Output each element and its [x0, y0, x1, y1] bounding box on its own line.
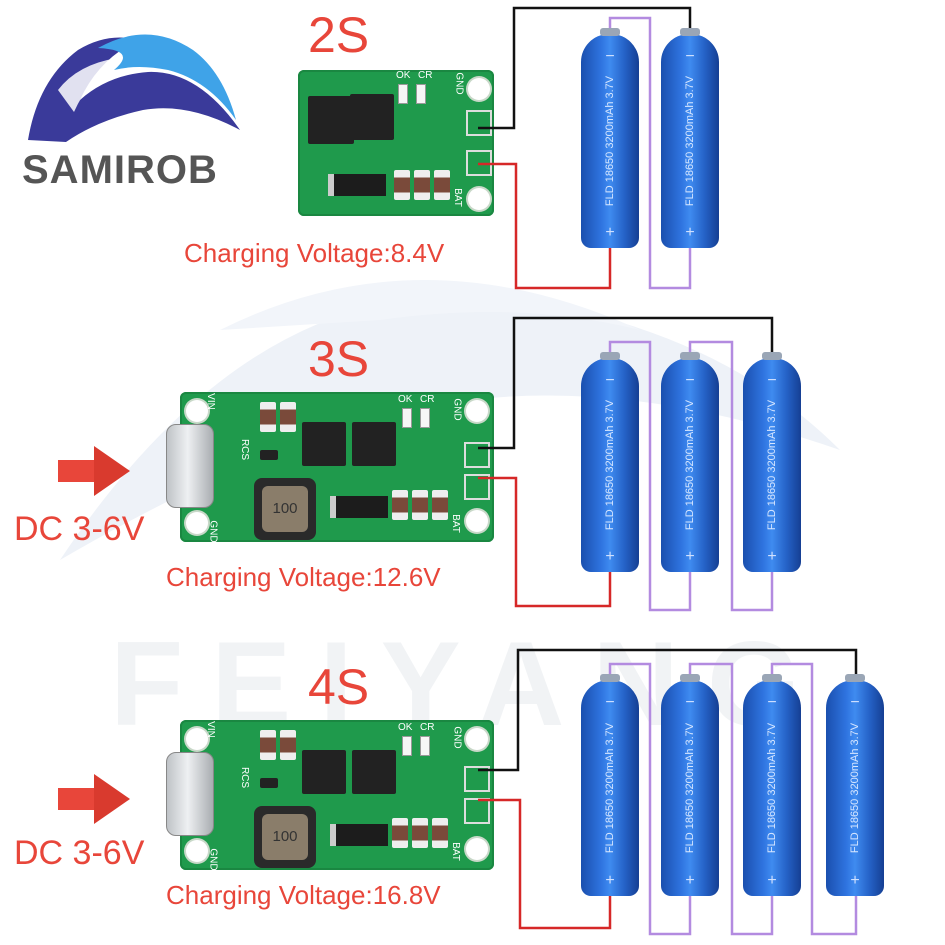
controller-chip [352, 422, 396, 466]
cr-led [420, 408, 430, 428]
resistor [434, 170, 450, 200]
cr-led [420, 736, 430, 756]
ok-led [398, 84, 408, 104]
voltage-4s: Charging Voltage:16.8V [166, 880, 441, 910]
mount-hole [186, 728, 208, 750]
series-link-wire [608, 16, 692, 290]
arrow-right-icon [58, 446, 130, 496]
schottky-diode [328, 174, 386, 196]
resistor [394, 170, 410, 200]
bat-negative-pad [464, 798, 490, 824]
capacitor [280, 402, 296, 432]
series-link-wire [608, 340, 692, 612]
ok-label: OK [398, 722, 413, 733]
mount-hole [186, 400, 208, 422]
mount-hole [466, 838, 488, 860]
controller-chip [352, 750, 396, 794]
series-link-wire [608, 662, 692, 936]
cr-label: CR [420, 394, 435, 405]
resistor [392, 490, 408, 520]
battery-cell: −FLD 18650 3200mAh 3.7V+ [581, 674, 639, 896]
bat-positive-pad [464, 442, 490, 468]
battery-cell: −FLD 18650 3200mAh 3.7V+ [743, 352, 801, 572]
mount-hole [186, 840, 208, 862]
series-link-wire [688, 340, 774, 612]
ok-label: OK [398, 394, 413, 405]
charger-board-2s: OK CR GND BAT [298, 70, 494, 216]
resistor [412, 490, 428, 520]
mount-hole [466, 400, 488, 422]
battery-cell: −FLD 18650 3200mAh 3.7V+ [661, 352, 719, 572]
cr-led [416, 84, 426, 104]
bat-positive-pad [466, 110, 492, 136]
resistor [432, 490, 448, 520]
arrow-right-icon [58, 774, 130, 824]
cr-label: CR [418, 70, 433, 81]
mount-hole [468, 78, 490, 100]
usb-c-port[interactable] [166, 752, 214, 836]
brand-name: SAMIROB [22, 148, 218, 192]
bat-negative-pad [464, 474, 490, 500]
capacitor [260, 730, 276, 760]
positive-wire [478, 476, 612, 608]
mosfet-chip [308, 96, 354, 144]
input-voltage-3s: DC 3-6V [14, 510, 145, 548]
charger-board-4s: VIN GND RCS OK CR 100 GND BAT [166, 720, 494, 871]
mount-hole [186, 512, 208, 534]
ok-led [402, 408, 412, 428]
input-voltage-4s: DC 3-6V [14, 834, 145, 872]
negative-wire [478, 316, 774, 450]
capacitor [260, 402, 276, 432]
mount-hole [466, 510, 488, 532]
inductor: 100 [254, 478, 316, 540]
usb-c-port[interactable] [166, 424, 214, 508]
battery-cell: −FLD 18650 3200mAh 3.7V+ [743, 674, 801, 896]
mount-hole [468, 188, 490, 210]
mosfet-chip [302, 422, 346, 466]
ok-label: OK [396, 70, 411, 81]
battery-cell: −FLD 18650 3200mAh 3.7V+ [581, 28, 639, 248]
mosfet-chip [302, 750, 346, 794]
title-2s: 2S [308, 7, 370, 63]
charger-board-3s: VIN GND RCS OK CR 100 GND BAT [166, 392, 494, 543]
boost-chip [260, 450, 278, 460]
ok-led [402, 736, 412, 756]
voltage-3s: Charging Voltage:12.6V [166, 562, 441, 592]
battery-cell: −FLD 18650 3200mAh 3.7V+ [826, 674, 884, 896]
inductor: 100 [254, 806, 316, 868]
voltage-2s: Charging Voltage:8.4V [184, 238, 445, 268]
negative-wire [478, 648, 858, 772]
resistor [412, 818, 428, 848]
resistor [392, 818, 408, 848]
controller-chip [350, 94, 394, 140]
positive-wire [478, 798, 612, 930]
series-link-wire [688, 662, 774, 936]
cr-label: CR [420, 722, 435, 733]
battery-cell: −FLD 18650 3200mAh 3.7V+ [661, 674, 719, 896]
positive-wire [478, 162, 612, 290]
battery-cell: −FLD 18650 3200mAh 3.7V+ [581, 352, 639, 572]
schottky-diode [330, 824, 388, 846]
negative-wire [478, 6, 692, 130]
capacitor [280, 730, 296, 760]
title-3s: 3S [308, 331, 370, 387]
series-link-wire [770, 662, 858, 936]
resistor [432, 818, 448, 848]
samirob-logo-icon [28, 34, 240, 142]
mount-hole [466, 728, 488, 750]
schottky-diode [330, 496, 388, 518]
resistor [414, 170, 430, 200]
title-4s: 4S [308, 659, 370, 715]
battery-cell: −FLD 18650 3200mAh 3.7V+ [661, 28, 719, 248]
boost-chip [260, 778, 278, 788]
